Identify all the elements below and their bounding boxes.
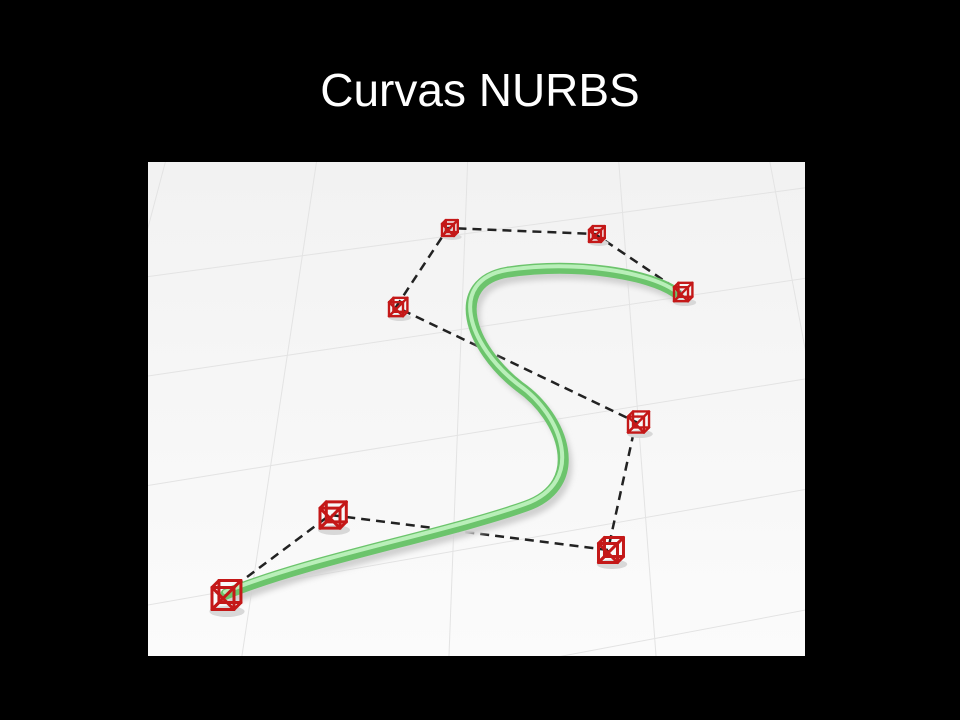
control-point-cube — [626, 410, 653, 438]
control-point-cube — [672, 281, 697, 306]
control-point-edge — [440, 222, 456, 238]
grid-line — [448, 162, 469, 656]
control-point-edge — [232, 601, 243, 611]
nurbs-figure — [148, 162, 805, 656]
nurbs-curve-highlight — [223, 264, 676, 594]
figure-background — [148, 162, 805, 656]
control-point-edge — [318, 506, 342, 530]
control-point-edge — [210, 585, 236, 611]
control-point-edge — [597, 541, 619, 564]
control-point-edge — [587, 228, 603, 244]
control-point-edge — [626, 415, 646, 434]
grid-line — [148, 187, 805, 278]
control-point-edge — [232, 579, 243, 589]
control-point-cube — [209, 579, 245, 617]
control-point-edge — [210, 579, 221, 589]
control-point-cube — [318, 500, 350, 535]
control-point-cube — [387, 296, 412, 321]
control-polygon — [222, 226, 682, 597]
control-points — [209, 218, 697, 617]
control-point-cube — [587, 224, 609, 246]
grid-line — [148, 378, 805, 487]
control-point-edge — [672, 286, 690, 303]
nurbs-diagram — [148, 162, 805, 656]
slide-title: Curvas NURBS — [320, 64, 640, 116]
control-point-cube — [596, 536, 628, 569]
control-point-edge — [387, 301, 405, 318]
grid-line — [559, 609, 805, 656]
control-point-cube — [440, 218, 462, 240]
control-point-shadow — [627, 430, 653, 438]
grid-line — [769, 162, 805, 351]
